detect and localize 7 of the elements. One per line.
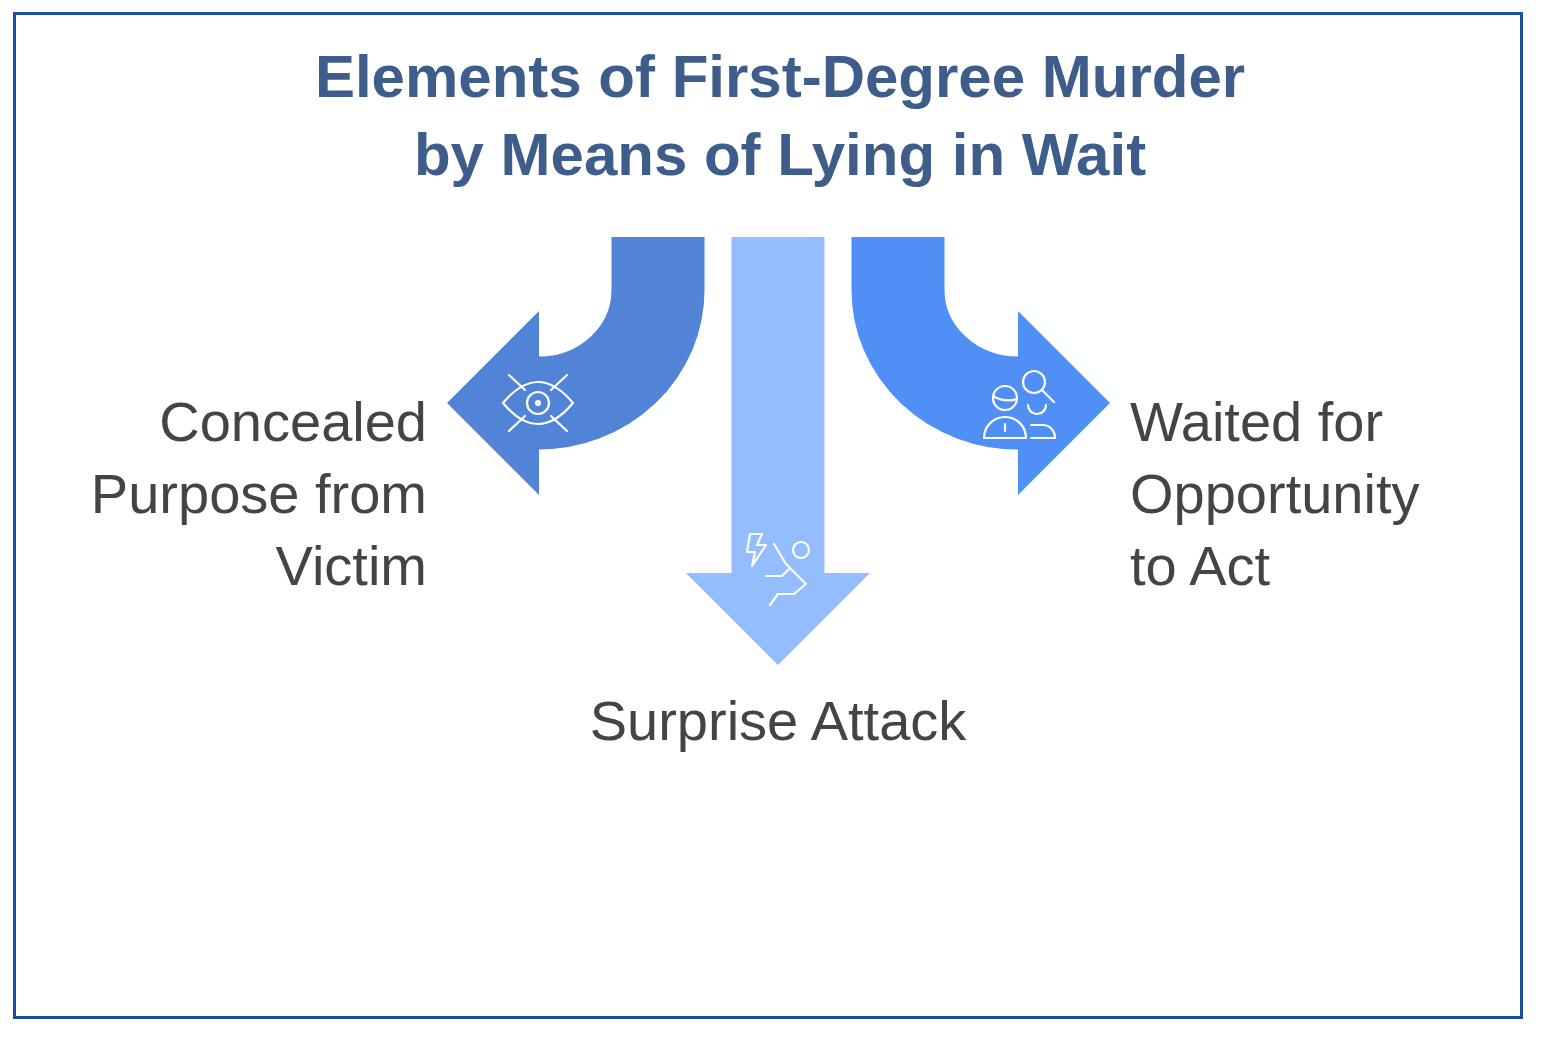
node-label: Surprise Attack — [589, 685, 967, 757]
curved-arrow — [447, 237, 705, 495]
curved-arrow — [851, 237, 1110, 495]
node-label: Waited for Opportunity to Act — [1130, 386, 1430, 602]
node-label: Concealed Purpose from Victim — [77, 386, 427, 602]
down-arrow — [686, 237, 870, 665]
title: Elements of First-Degree Murder by Means of Lying in Wait — [313, 42, 1247, 190]
